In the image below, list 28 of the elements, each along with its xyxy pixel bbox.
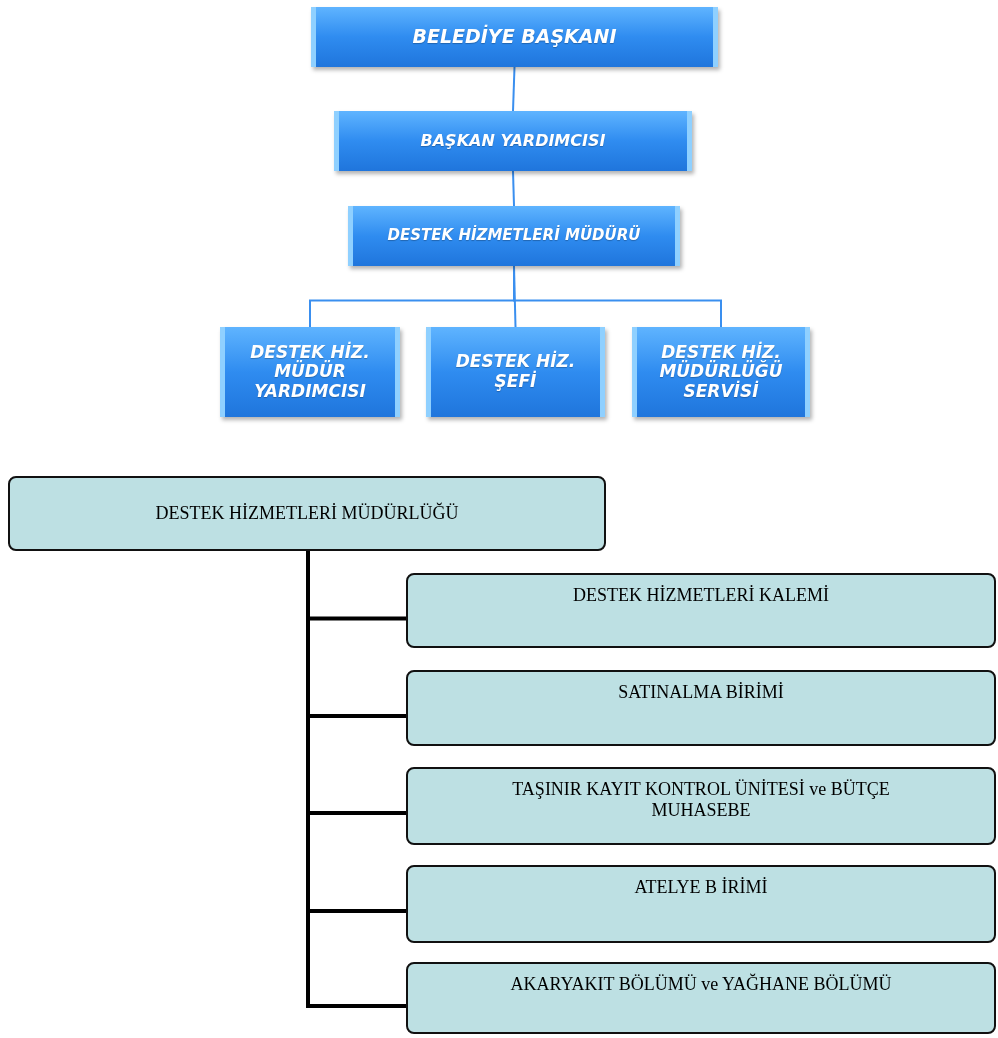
box-label: DESTEK HİZ. MÜDÜR YARDIMCISI xyxy=(249,342,371,402)
box-label: ATELYE B İRİMİ xyxy=(634,877,768,898)
connector-line xyxy=(513,265,722,328)
box-label: DESTEK HİZMETLERİ KALEMİ xyxy=(573,585,829,606)
box-label: AKARYAKIT BÖLÜMÜ ve YAĞHANE BÖLÜMÜ xyxy=(510,974,892,995)
position-box xyxy=(632,327,810,417)
box-label: DESTEK HİZMETLERİ MÜDÜRLÜĞÜ xyxy=(155,503,459,524)
connector-line xyxy=(512,170,515,207)
box-label: BAŞKAN YARDIMCISI xyxy=(420,131,606,151)
position-box xyxy=(426,327,605,417)
box-label: TAŞINIR KAYIT KONTROL ÜNİTESİ ve BÜTÇE MUHASEBE xyxy=(511,779,891,821)
position-box xyxy=(348,206,680,266)
box-label: DESTEK HİZ. ŞEFİ xyxy=(454,352,577,392)
box-label: SATINALMA BİRİMİ xyxy=(618,682,784,703)
unit-box xyxy=(406,573,996,648)
connector-line xyxy=(306,551,406,1008)
unit-box xyxy=(8,476,606,551)
unit-box xyxy=(406,962,996,1034)
position-box xyxy=(334,111,692,171)
unit-box xyxy=(406,865,996,943)
box-label: DESTEK HİZ. MÜDÜRLÜĞÜ SERVİSİ xyxy=(658,342,784,402)
box-label: DESTEK HİZMETLERİ MÜDÜRÜ xyxy=(387,227,641,245)
connector-line xyxy=(512,66,516,112)
position-box xyxy=(220,327,400,417)
box-label: BELEDİYE BAŞKANI xyxy=(412,26,617,48)
unit-box xyxy=(406,670,996,746)
unit-box xyxy=(406,767,996,845)
position-box xyxy=(311,7,718,67)
